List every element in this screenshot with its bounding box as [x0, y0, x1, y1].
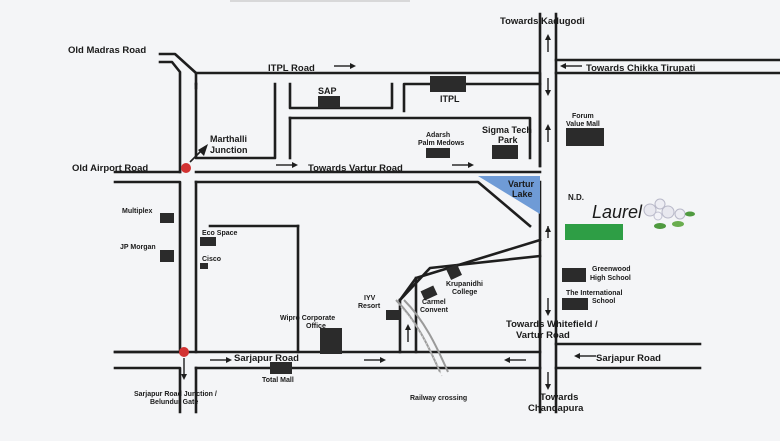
label-sarjapur-junction-2: Belundur Gate: [150, 399, 198, 406]
building-sigma: [492, 145, 518, 159]
label-krupanidhi-1: Krupanidhi: [446, 281, 483, 288]
label-marthalli-1: Marthalli: [210, 134, 247, 144]
label-sap: SAP: [318, 86, 337, 96]
label-eco-space: Eco Space: [202, 230, 238, 237]
label-sarjapur-road-right: Sarjapur Road: [596, 353, 661, 364]
label-iyv-2: Resort: [358, 303, 381, 310]
label-greenwood-2: High School: [590, 275, 631, 282]
building-totalmall: [270, 362, 292, 374]
label-carmel-1: Carmel: [422, 299, 446, 306]
label-cisco: Cisco: [202, 256, 221, 263]
building-adarsh: [426, 148, 450, 158]
label-chikka-tirupati: Towards Chikka Tirupati: [586, 63, 695, 74]
direction-arrows: [181, 34, 596, 390]
flower-icon: [643, 198, 695, 229]
label-vartur-lake-1: Vartur: [508, 179, 535, 189]
railway-line: [395, 299, 449, 377]
label-multiplex: Multiplex: [122, 208, 152, 215]
label-jp-morgan: JP Morgan: [120, 244, 156, 251]
label-iyv-1: IYV: [364, 295, 376, 302]
marthalli-junction-marker: [181, 163, 191, 173]
label-krupanidhi-2: College: [452, 289, 477, 296]
road-sarjapur-left-stub: [113, 366, 182, 414]
building-sap: [318, 96, 340, 108]
label-chandapura-2: Chandapura: [528, 403, 584, 414]
brand-prefix: N.D.: [568, 193, 584, 202]
label-sarjapur-road-left: Sarjapur Road: [234, 353, 299, 364]
label-whitefield-2: Vartur Road: [516, 330, 570, 341]
sarjapur-junction-marker: [179, 347, 189, 357]
label-greenwood-1: Greenwood: [592, 266, 631, 273]
road-itpl-block: [402, 82, 542, 113]
building-itpl: [430, 76, 466, 92]
label-forum-2: Value Mall: [566, 121, 600, 128]
label-itpl: ITPL: [440, 94, 460, 104]
road-itpl-outer: [158, 60, 182, 174]
building-multiplex: [160, 213, 174, 223]
project-site: [565, 224, 623, 240]
building-jpmorgan: [160, 250, 174, 262]
nd-laurel-logo: N.D. Laurel: [568, 193, 695, 229]
building-cisco: [200, 263, 208, 269]
building-carmel: [420, 285, 438, 301]
building-iyv: [386, 310, 400, 320]
label-railway-crossing: Railway crossing: [410, 395, 467, 402]
building-international: [562, 298, 588, 310]
building-forum: [566, 128, 604, 146]
building-wipro: [320, 328, 342, 354]
label-adarsh-2: Palm Medows: [418, 140, 464, 147]
road-krupanidhi: [398, 254, 542, 302]
brand-name: Laurel: [592, 202, 643, 222]
road-block-top: [288, 116, 532, 160]
label-itpl-road: ITPL Road: [268, 63, 315, 74]
vartur-lake: [478, 176, 540, 214]
road-old-madras: [158, 52, 198, 86]
road-left-block: [194, 82, 277, 160]
label-forum-1: Forum: [572, 113, 594, 120]
label-vartur-road: Towards Vartur Road: [308, 163, 403, 174]
label-old-airport-road: Old Airport Road: [72, 163, 148, 174]
building-krupanidhi: [446, 264, 462, 280]
label-marthalli-2: Junction: [210, 145, 248, 155]
label-sarjapur-junction-1: Sarjapur Road Junction /: [134, 391, 217, 398]
road-sap-block: [288, 82, 394, 110]
label-kadugodi: Towards Kadugodi: [500, 16, 585, 27]
building-eco: [200, 237, 216, 246]
labels: Old Madras Road ITPL Road Old Airport Ro…: [68, 16, 695, 414]
label-chandapura-1: Towards: [540, 392, 578, 403]
label-total-mall: Total Mall: [262, 377, 294, 384]
label-adarsh-1: Adarsh: [426, 132, 450, 139]
buildings: [160, 76, 604, 374]
label-whitefield-1: Towards Whitefield /: [506, 319, 598, 330]
label-sigma-1: Sigma Tech: [482, 125, 532, 135]
label-sigma-2: Park: [498, 135, 519, 145]
label-international-1: The International: [566, 290, 622, 297]
label-old-madras-road: Old Madras Road: [68, 45, 146, 56]
road-itpl: [194, 71, 542, 168]
road-inner-top: [194, 180, 532, 228]
label-wipro-1: Wipro Corporate: [280, 315, 335, 322]
label-international-2: School: [592, 298, 615, 305]
label-carmel-2: Convent: [420, 307, 449, 314]
building-greenwood: [562, 268, 586, 282]
label-vartur-lake-2: Lake: [512, 189, 533, 199]
label-wipro-2: Office: [306, 323, 326, 330]
